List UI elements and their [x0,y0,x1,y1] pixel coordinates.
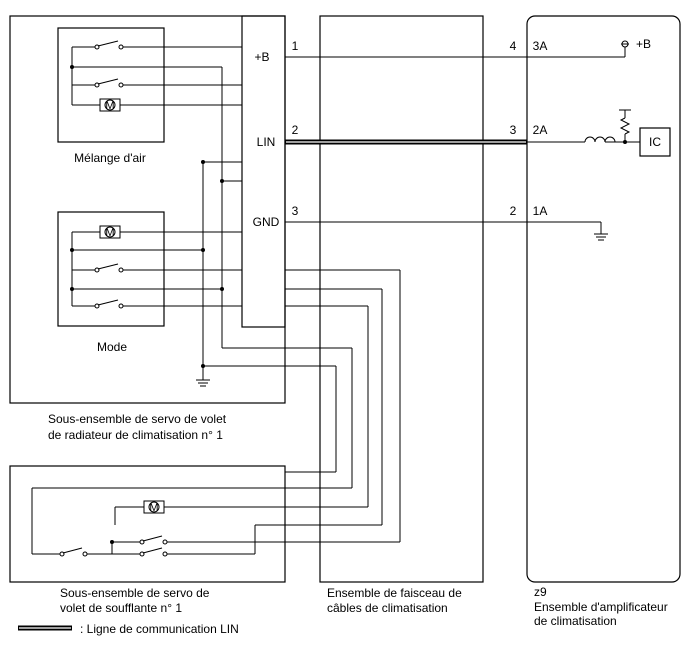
mode-label: Mode [97,340,127,354]
air-mix-motor-icon: M [99,98,121,112]
amp-pin-1a: 1A [533,204,548,218]
pin-num-right-1: 4 [510,39,517,53]
amp-power-terminal [527,40,629,58]
pin-num-left-1: 1 [292,39,299,53]
pin-num-left-2: 2 [292,123,299,137]
blower-wires [203,269,401,543]
lin-interface-box [241,15,286,328]
amp-title-1: Ensemble d'amplificateur [534,600,668,614]
motor-label-1: M [105,100,114,112]
motor-label-3: M [149,502,158,514]
legend-text: : Ligne de communication LIN [80,622,239,636]
pin-label-lin: LIN [257,135,276,149]
harness-title-2: câbles de climatisation [327,601,448,615]
blower-servo-box [9,465,286,583]
blower-circuit [31,487,285,557]
harness-box [319,15,484,583]
mode-box [57,211,165,327]
pin-label-gnd: GND [253,215,280,229]
harness-title-1: Ensemble de faisceau de [327,586,462,600]
radiator-servo-title-2: de radiateur de climatisation n° 1 [48,428,223,442]
internal-bus [196,67,242,387]
ic-label: IC [649,135,661,149]
pin-num-right-3: 2 [510,204,517,218]
radiator-servo-box [9,15,286,404]
blower-servo-title-2: volet de soufflante n° 1 [60,601,182,615]
pin-num-right-2: 3 [510,123,517,137]
blower-motor-icon: M [143,500,165,514]
connections [285,56,527,223]
blower-servo-title-1: Sous-ensemble de servo de [60,586,210,600]
amp-title-2: de climatisation [534,614,617,628]
amp-pin-3a: 3A [533,39,548,53]
amp-pin-2a: 2A [533,123,548,137]
inductor-icon [527,136,640,143]
amp-power-label: +B [636,37,651,51]
amplifier-box [526,15,681,583]
amp-code: z9 [534,585,547,599]
air-mix-label: Mélange d'air [74,151,146,165]
air-mix-circuit [70,40,242,106]
radiator-servo-title-1: Sous-ensemble de servo de volet [48,412,227,426]
motor-label-2: M [105,227,114,239]
mode-circuit [70,231,242,309]
resistor-icon [619,109,631,144]
amp-ground-icon [527,221,608,241]
pin-label-plus-b: +B [254,50,269,64]
mode-motor-icon: M [99,225,121,239]
ic-box [639,127,671,157]
pin-num-left-3: 3 [292,204,299,218]
